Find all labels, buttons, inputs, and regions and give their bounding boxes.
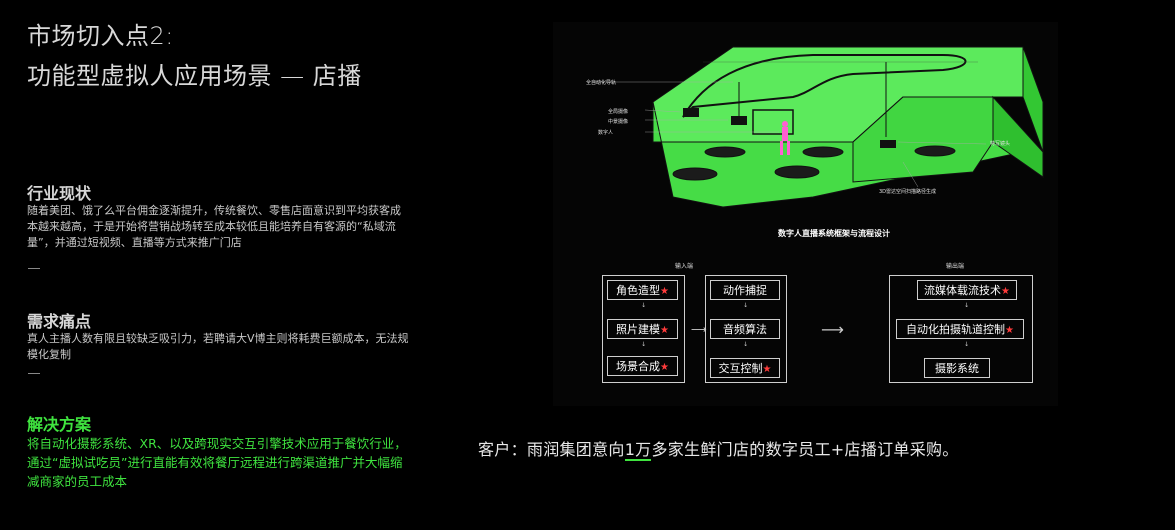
down-arrow: ↓ — [964, 302, 970, 309]
system-diagram: 全自动化导轨 全局摄像 中景摄像 数字人 特写镜头 3D雷达空间扫描路径生成 数… — [553, 22, 1058, 406]
flow-box: 场景合成★ — [607, 356, 678, 376]
industry-heading: 行业现状 — [27, 184, 92, 203]
right-arrow: ⟶ — [691, 323, 707, 336]
flow-box: 音频算法 — [710, 319, 780, 339]
flow-box: 自动化拍摄轨道控制★ — [896, 319, 1024, 339]
flow-box: 照片建模★ — [607, 319, 678, 339]
divider — [28, 268, 40, 269]
input-label: 输入端 — [675, 263, 694, 270]
label-mid-cam: 中景摄像 — [608, 119, 629, 125]
title-line-2: 功能型虚拟人应用场景 — 店播 — [27, 62, 362, 90]
down-arrow: ↓ — [641, 341, 647, 348]
mid-camera — [731, 116, 747, 125]
output-group — [889, 275, 1033, 383]
wide-camera — [683, 108, 699, 117]
down-arrow: ↓ — [743, 302, 749, 309]
highlight-count: 1万 — [624, 440, 652, 461]
label-closeup: 特写镜头 — [990, 141, 1011, 147]
down-arrow: ↓ — [964, 341, 970, 348]
label-avatar: 数字人 — [598, 130, 614, 136]
process-group — [705, 275, 787, 383]
output-label: 输出端 — [946, 263, 965, 270]
input-group — [602, 275, 685, 383]
divider — [28, 373, 40, 374]
studio-illustration — [593, 46, 1044, 208]
flow-box: 摄影系统 — [924, 358, 990, 378]
right-arrow: ⟶ — [821, 320, 844, 339]
down-arrow: ↓ — [743, 341, 749, 348]
flow-box: 动作捕捉 — [710, 280, 780, 300]
customer-line: 客户：雨润集团意向1万多家生鲜门店的数字员工+店播订单采购。 — [478, 440, 959, 461]
solution-heading: 解决方案 — [27, 415, 92, 434]
flow-box: 角色造型★ — [607, 280, 678, 300]
solution-body: 将自动化摄影系统、XR、以及跨现实交互引擎技术应用于餐饮行业，通过“虚拟试吃员”… — [27, 436, 407, 489]
box-front-face — [852, 96, 994, 183]
flow-title: 数字人直播系统框架与流程设计 — [778, 229, 890, 238]
label-track: 全自动化导轨 — [586, 80, 617, 86]
digital-avatar — [780, 121, 790, 155]
tables — [672, 145, 956, 181]
title-line-1: 市场切入点2: — [27, 22, 174, 50]
flow-box: 交互控制★ — [710, 358, 780, 378]
down-arrow: ↓ — [641, 302, 647, 309]
pain-heading: 需求痛点 — [27, 312, 92, 331]
label-scan: 3D雷达空间扫描路径生成 — [879, 189, 937, 195]
closeup-camera — [880, 140, 896, 148]
label-wide-cam: 全局摄像 — [608, 109, 629, 115]
industry-body: 随着美团、饿了么平台佣金逐渐提升，传统餐饮、零售店面意识到平均获客成本越来越高，… — [27, 204, 401, 249]
track-path — [682, 54, 967, 118]
pain-body: 真人主播人数有限且较缺乏吸引力，若聘请大V博主则将耗费巨额成本，无法规模化复制 — [27, 332, 409, 361]
flow-box: 流媒体载流技术★ — [917, 280, 1017, 300]
